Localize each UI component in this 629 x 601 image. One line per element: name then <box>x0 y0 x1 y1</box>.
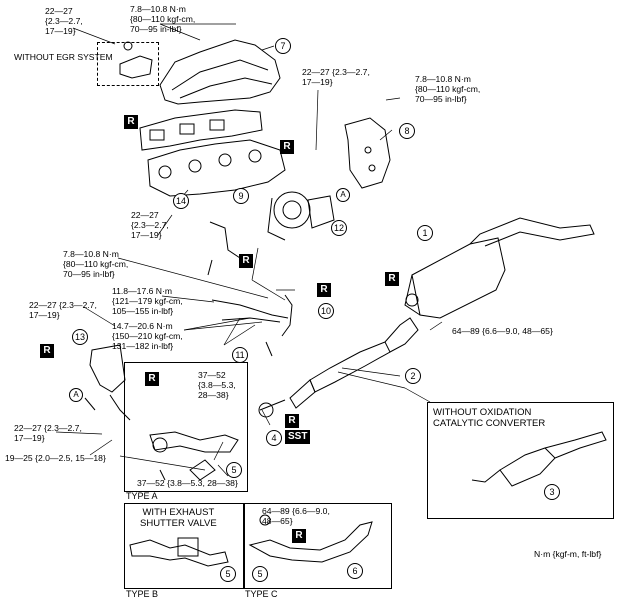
type-b-front-pipe <box>129 539 229 567</box>
oxidation-inset-box <box>427 402 614 519</box>
callout-12: 12 <box>331 220 347 236</box>
replace-badge: R <box>239 254 253 268</box>
callout-2: 2 <box>405 368 421 384</box>
replace-badge: R <box>145 372 159 386</box>
exhaust-flange <box>89 344 126 393</box>
torque-spec: 37—52 {3.8—5.3, 28—38} <box>137 478 238 488</box>
water-pipe <box>281 294 293 337</box>
torque-spec: 19—25 {2.0—2.5, 15—18} <box>5 453 106 463</box>
reference-a-marker: A <box>69 388 83 402</box>
callout-5: 5 <box>220 566 236 582</box>
type-c-label: TYPE C <box>245 589 278 599</box>
turbo-insulator <box>344 117 391 189</box>
torque-spec: 14.7—20.6 N·m {150—210 kgf-cm, 131—182 i… <box>112 321 183 351</box>
callout-9: 9 <box>233 188 249 204</box>
type-a-box <box>124 362 248 492</box>
sst-badge: SST <box>285 430 311 444</box>
callout-3: 3 <box>544 484 560 500</box>
type-b-label: TYPE B <box>126 589 159 599</box>
replace-badge: R <box>317 283 331 297</box>
manifold-gasket <box>139 109 263 151</box>
replace-badge: R <box>280 140 294 154</box>
torque-spec: 22—27 {2.3—2.7, 17—19} <box>45 6 83 36</box>
torque-spec: 37—52 {3.8—5.3, 28—38} <box>198 370 236 400</box>
main-silencer <box>411 237 506 319</box>
type-a-label: TYPE A <box>126 491 158 501</box>
callout-11: 11 <box>232 347 248 363</box>
torque-spec: 64—89 {6.6—9.0, 48—65} <box>262 506 330 526</box>
type-b-box <box>124 503 245 589</box>
callout-1: 1 <box>417 225 433 241</box>
torque-spec: 22—27 {2.3—2.7, 17—19} <box>131 210 169 240</box>
callout-5: 5 <box>226 462 242 478</box>
torque-spec: 22—27 {2.3—2.7, 17—19} <box>14 423 82 443</box>
replace-badge: R <box>385 272 399 286</box>
with-shutter-label: WITH EXHAUST SHUTTER VALVE <box>140 507 217 529</box>
torque-spec: 22—27 {2.3—2.7, 17—19} <box>29 300 97 320</box>
units-label: N·m {kgf-m, ft-lbf} <box>534 549 602 559</box>
callout-5: 5 <box>252 566 268 582</box>
exhaust-manifold <box>147 139 286 197</box>
egr-cover-part <box>119 55 153 79</box>
callout-13: 13 <box>72 329 88 345</box>
replace-badge: R <box>124 115 138 129</box>
callout-14: 14 <box>173 193 189 209</box>
type-c-box <box>243 503 392 589</box>
without-oxidation-label: WITHOUT OXIDATION CATALYTIC CONVERTER <box>433 407 546 429</box>
torque-spec: 11.8—17.6 N·m {121—179 kgf-cm, 105—155 i… <box>112 286 183 316</box>
reference-a-marker: A <box>336 188 350 202</box>
without-egr-label: WITHOUT EGR SYSTEM <box>14 52 113 62</box>
egr-variant-box <box>97 42 159 86</box>
type-c-front-pipe <box>248 521 373 563</box>
callout-8: 8 <box>399 123 415 139</box>
callout-4: 4 <box>266 430 282 446</box>
torque-spec: 64—89 {6.6—9.0, 48—65} <box>452 326 553 336</box>
torque-spec: 22—27 {2.3—2.7, 17—19} <box>302 67 370 87</box>
callout-7: 7 <box>275 38 291 54</box>
torque-spec: 7.8—10.8 N·m {80—110 kgf-cm, 70—95 in-lb… <box>63 249 129 279</box>
torque-spec: 7.8—10.8 N·m {80—110 kgf-cm, 70—95 in-lb… <box>415 74 481 104</box>
callout-10: 10 <box>318 303 334 319</box>
exhaust-manifold-insulator <box>159 39 281 105</box>
catalytic-converter-pipe <box>309 341 391 393</box>
replace-badge: R <box>285 414 299 428</box>
torque-spec: 7.8—10.8 N·m {80—110 kgf-cm, 70—95 in-lb… <box>130 4 196 34</box>
turbocharger-housing <box>273 191 311 229</box>
type-a-front-pipe <box>149 431 239 453</box>
replace-badge: R <box>292 529 306 543</box>
callout-6: 6 <box>347 563 363 579</box>
replace-badge: R <box>40 344 54 358</box>
